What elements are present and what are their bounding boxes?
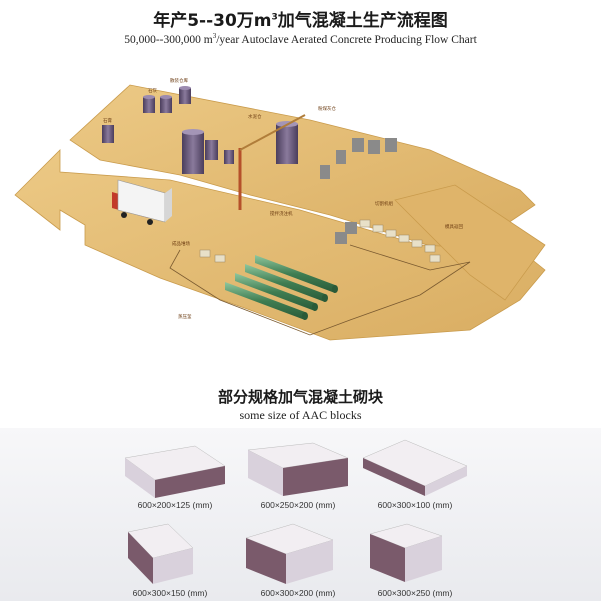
truck-icon [112, 179, 172, 225]
batching-machines [320, 138, 397, 244]
svg-text:粉煤灰仓: 粉煤灰仓 [318, 105, 336, 112]
page-title-cn: 年产5--30万m3加气混凝土生产流程图 [0, 6, 601, 31]
block-600x250x200 [247, 442, 349, 496]
block-600x300x200 [245, 523, 334, 584]
title-en-superscript: 3 [212, 32, 217, 40]
svg-text:石膏: 石膏 [103, 117, 112, 124]
svg-text:蒸压釜: 蒸压釜 [178, 313, 192, 320]
svg-text:模具返回: 模具返回 [445, 223, 463, 230]
conveyor-belt [239, 114, 306, 151]
svg-text:石灰: 石灰 [148, 87, 157, 94]
rail-track [169, 249, 471, 336]
block-600x300x100 [362, 439, 468, 496]
svg-text:水泥仓: 水泥仓 [248, 113, 262, 120]
title-cn-prefix: 年产5--30万m [153, 11, 272, 31]
block-size-label: 600×300×150 (mm) [132, 588, 208, 598]
title-en-prefix: 50,000--300,000 m [124, 33, 213, 46]
plant-flow-diagram: 散装仓库 石灰 石膏 水泥仓 粉煤灰仓 搅拌浇注机 切割机组 成品堆场 蒸压釜 … [14, 77, 546, 341]
block-size-label: 600×300×200 (mm) [260, 588, 336, 598]
block-size-label: 600×300×100 (mm) [377, 500, 453, 510]
right-arrow-head [394, 184, 546, 301]
title-cn-superscript: 3 [271, 12, 278, 23]
svg-text:散装仓库: 散装仓库 [170, 77, 188, 84]
page-title-en: 50,000--300,000 m3/year Autoclave Aerate… [0, 32, 601, 46]
svg-text:成品堆场: 成品堆场 [172, 240, 190, 247]
block-size-label: 600×300×250 (mm) [377, 588, 453, 598]
cutting-line [199, 219, 441, 263]
blocks-section-title-cn: 部分规格加气混凝土砌块 [217, 388, 383, 406]
block-size-label: 600×200×125 (mm) [137, 500, 213, 510]
rail-track-2 [349, 244, 471, 271]
svg-text:切割机组: 切割机组 [375, 200, 393, 207]
blocks-section-title-en: some size of AAC blocks [239, 408, 362, 422]
autoclaves [225, 255, 338, 320]
title-en-suffix: /year Autoclave Aerated Concrete Produci… [216, 33, 477, 46]
block-600x300x250 [369, 523, 443, 582]
slurry-tanks [182, 121, 298, 174]
block-600x200x125 [124, 445, 226, 498]
block-size-label: 600×250×200 (mm) [260, 500, 336, 510]
block-600x300x150 [127, 523, 194, 584]
svg-text:搅拌浇注机: 搅拌浇注机 [270, 210, 293, 217]
storage-silos [102, 86, 234, 164]
title-cn-suffix: 加气混凝土生产流程图 [277, 11, 448, 31]
